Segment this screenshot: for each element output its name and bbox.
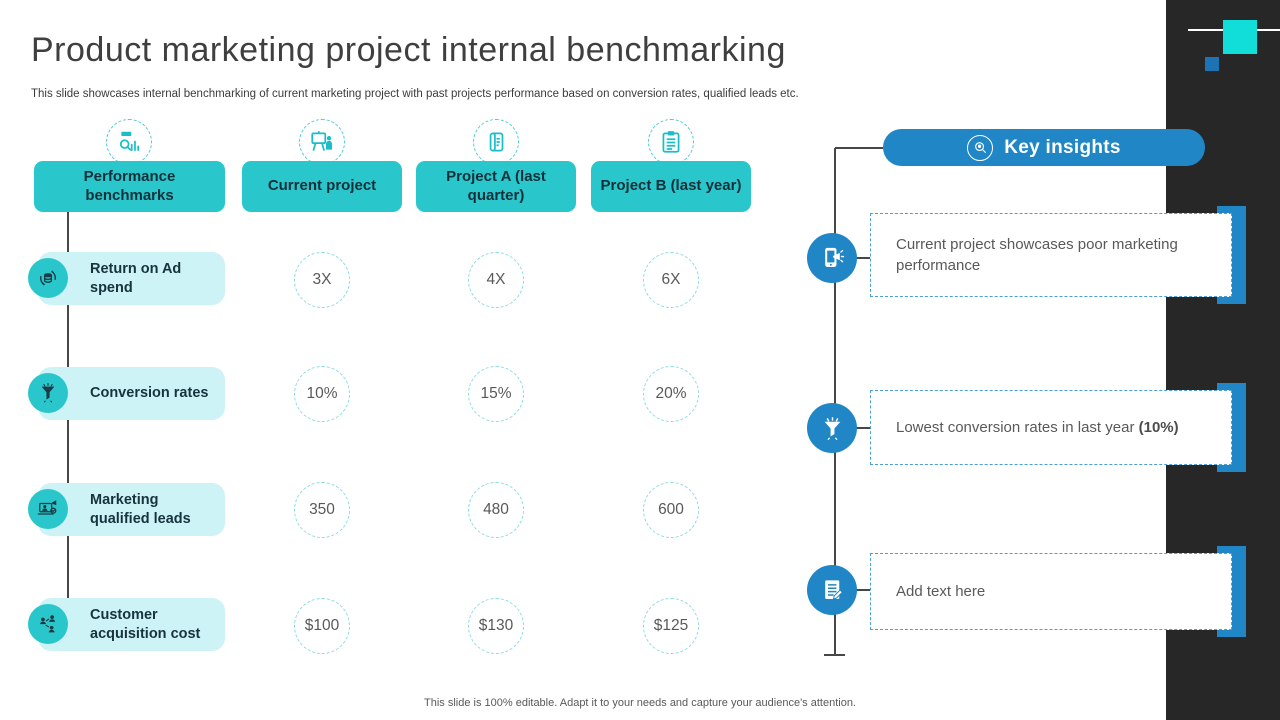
row-label: Conversion rates [90, 385, 209, 402]
coins-return-icon [28, 258, 68, 298]
slide-subtitle: This slide showcases internal benchmarki… [31, 88, 799, 100]
column-header-project-b: Project B (last year) [591, 161, 751, 212]
scroll-document-icon [473, 119, 519, 165]
value-cac-current: $100 [294, 598, 350, 654]
insight-link [855, 589, 872, 591]
insights-connector-end [824, 654, 845, 656]
key-insights-header: Key insights [883, 129, 1205, 166]
table-row-marketing-qualified-leads: Marketing qualified leads [28, 483, 225, 536]
table-row-conversion-rates: Conversion rates [28, 367, 225, 420]
value-mql-project-b: 600 [643, 482, 699, 538]
column-header-performance-benchmarks: Performance benchmarks [34, 161, 225, 212]
row-label: Customer acquisition cost [90, 607, 201, 642]
page-title: Product marketing project internal bench… [31, 31, 786, 69]
key-insights-title: Key insights [1004, 136, 1121, 158]
slide-footnote: This slide is 100% editable. Adapt it to… [424, 697, 856, 709]
people-network-icon [28, 604, 68, 644]
presentation-icon [299, 119, 345, 165]
value-conversion-current: 10% [294, 366, 350, 422]
table-row-return-on-ad-spend: Return on Ad spend [28, 252, 225, 305]
value-roas-project-b: 6X [643, 252, 699, 308]
insight-text: Lowest conversion rates in last year [896, 419, 1139, 436]
insight-box-placeholder[interactable]: Add text here [870, 546, 1246, 637]
value-cac-project-b: $125 [643, 598, 699, 654]
value-conversion-project-a: 15% [468, 366, 524, 422]
analytics-magnifier-icon [106, 119, 152, 165]
mobile-megaphone-icon [807, 233, 857, 283]
decor-blue-square [1205, 57, 1219, 71]
document-edit-icon [807, 565, 857, 615]
funnel-icon [807, 403, 857, 453]
magnifier-bulb-icon [967, 134, 994, 161]
value-roas-project-a: 4X [468, 252, 524, 308]
insight-text: Current project showcases poor marketing… [896, 236, 1178, 274]
insight-box-performance: Current project showcases poor marketing… [870, 206, 1246, 304]
funnel-icon [28, 373, 68, 413]
laptop-lead-icon [28, 489, 68, 529]
table-row-customer-acquisition-cost: Customer acquisition cost [28, 598, 225, 651]
row-label: Return on Ad spend [90, 261, 182, 296]
insights-connector-top [835, 147, 883, 149]
insight-link [855, 427, 872, 429]
insight-link [855, 257, 872, 259]
value-roas-current: 3X [294, 252, 350, 308]
insight-placeholder-text: Add text here [896, 583, 986, 600]
row-label: Marketing qualified leads [90, 492, 191, 527]
decor-cyan-square [1223, 20, 1257, 54]
value-conversion-project-b: 20% [643, 366, 699, 422]
insight-box-conversion: Lowest conversion rates in last year (10… [870, 383, 1246, 472]
insights-connector-line [834, 148, 836, 655]
column-header-current-project: Current project [242, 161, 402, 212]
value-mql-project-a: 480 [468, 482, 524, 538]
clipboard-icon [648, 119, 694, 165]
value-mql-current: 350 [294, 482, 350, 538]
value-cac-project-a: $130 [468, 598, 524, 654]
column-header-project-a: Project A (last quarter) [416, 161, 576, 212]
